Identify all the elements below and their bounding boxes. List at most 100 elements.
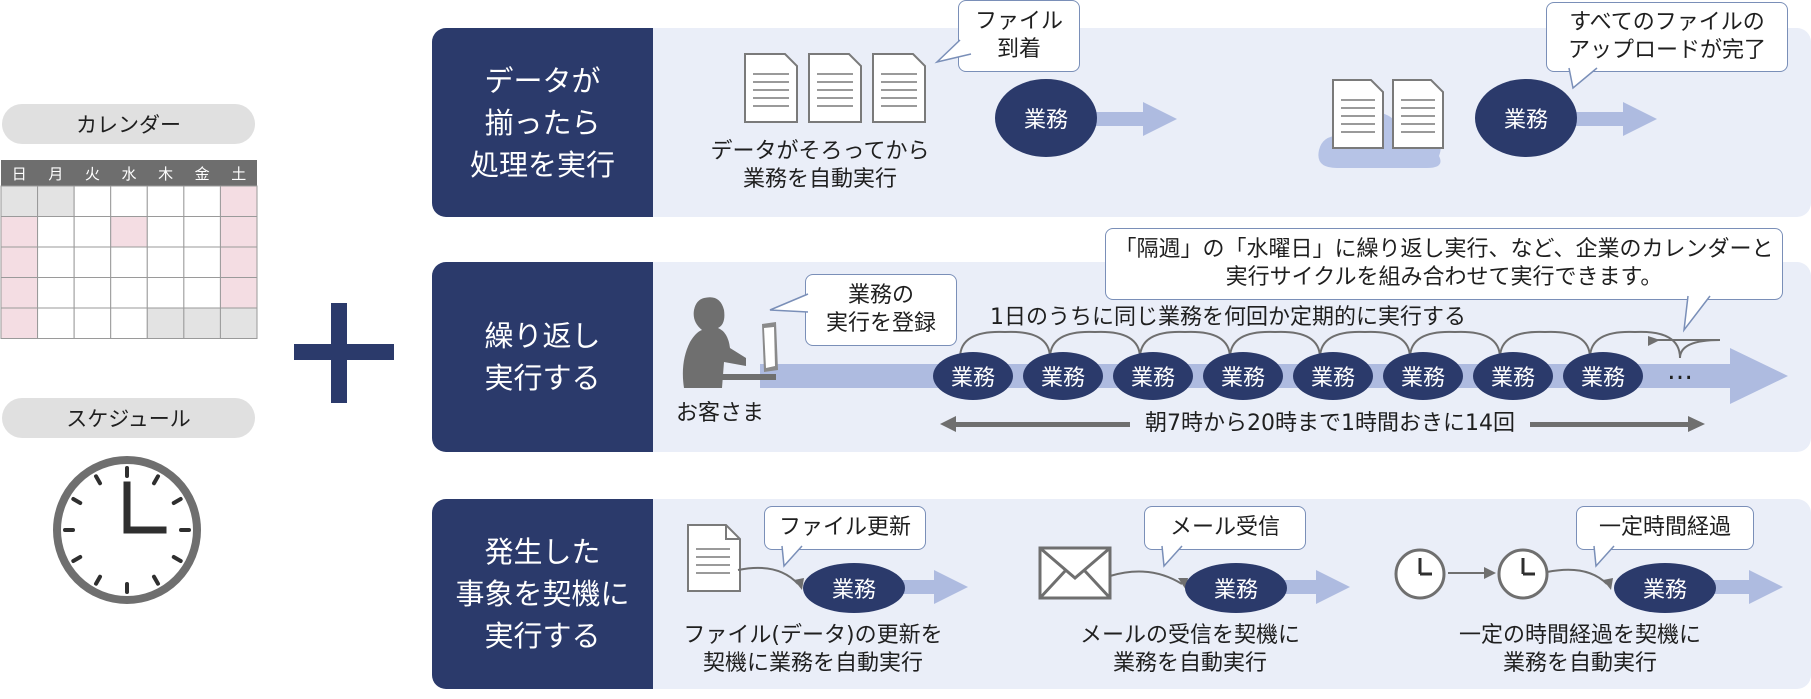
calendar-cell: [73, 246, 112, 278]
periodic-loop-arrows: [959, 330, 1721, 359]
bubble-tail: [781, 545, 803, 568]
bubble-mail-received: メール受信: [1144, 506, 1306, 550]
calendar-cell: [73, 185, 112, 217]
calendar-cell: [0, 277, 39, 309]
task-node: 業務: [1614, 563, 1716, 613]
document-icon: [872, 53, 926, 123]
trigger-arrow: [1546, 568, 1613, 590]
document-icon: [744, 53, 798, 123]
calendar-cell: [219, 246, 258, 278]
bubble-tail: [1568, 67, 1598, 90]
task-node: 業務: [803, 563, 905, 613]
schedule-text: 朝7時から20時まで1時間おきに14回: [1145, 411, 1515, 436]
calendar-cell: [219, 185, 258, 217]
mail-icon: [1038, 546, 1112, 600]
calendar-cell: [0, 185, 39, 217]
clock-icon: [1497, 548, 1549, 600]
document-icon: [1392, 79, 1444, 149]
calendar-cell: [183, 246, 221, 278]
cloud-icon: [1318, 79, 1444, 168]
calendar-cell: [146, 277, 185, 309]
calendar-cell: [37, 277, 75, 309]
bubble-register: 業務の 実行を登録: [805, 274, 957, 346]
task-arrow: [1565, 102, 1657, 136]
elapsed-arrow: [1448, 567, 1496, 579]
calendar-cell: [0, 246, 39, 278]
trigger-caption: 一定の時間経過を契機に 業務を自動実行: [1458, 623, 1701, 676]
clock-icon: [1394, 548, 1446, 600]
row-3-label: 発生した 事象を契機に 実行する: [432, 499, 653, 689]
calendar-cell: [183, 216, 221, 248]
calendar-cell: [183, 277, 221, 309]
calendar-cell: [219, 277, 258, 309]
periodic-task-node: 業務: [1293, 352, 1373, 400]
calendar-weekday: 水: [121, 165, 136, 183]
bubble-time-elapsed: 一定時間経過: [1576, 506, 1754, 550]
calendar-cell: [110, 277, 148, 309]
bubble-tail: [934, 39, 972, 64]
row-1-caption: データがそろってから 業務を自動実行: [710, 139, 930, 192]
periodic-task-node: 業務: [1113, 352, 1193, 400]
task-node: 業務: [995, 79, 1097, 157]
periodic-text: 1日のうちに同じ業務を何回か定期的に実行する: [990, 305, 1466, 330]
periodic-task-node: 業務: [1203, 352, 1283, 400]
trigger-caption: ファイル(データ)の更新を 契機に業務を自動実行: [683, 623, 943, 676]
range-arrow-right: [1530, 416, 1705, 432]
calendar-cell: [73, 307, 112, 339]
bubble-note: 「隔週」の「水曜日」に繰り返し実行、など、企業のカレンダーと 実行サイクルを組み…: [1105, 228, 1783, 300]
trigger-caption: メールの受信を契機に 業務を自動実行: [1079, 623, 1300, 676]
schedule-label: スケジュール: [2, 398, 255, 438]
bubble-file-arrival: ファイル 到着: [958, 0, 1080, 72]
calendar-cell: [37, 246, 75, 278]
row-1-label: データが 揃ったら 処理を実行: [432, 28, 653, 217]
calendar-cell: [219, 216, 258, 248]
periodic-task-node: 業務: [1023, 352, 1103, 400]
document-icons: [744, 53, 926, 123]
bubble-tail: [1682, 295, 1711, 333]
periodic-task-node: 業務: [1473, 352, 1553, 400]
calendar-cell: [110, 216, 148, 248]
task-node: 業務: [1475, 79, 1577, 157]
calendar-label: カレンダー: [2, 104, 255, 144]
bubble-all-upload: すべてのファイルの アップロードが完了: [1546, 2, 1788, 72]
document-icon: [1332, 79, 1384, 149]
calendar-cell: [183, 307, 221, 339]
customer-label: お客さま: [676, 401, 765, 426]
calendar-weekday: 日: [12, 165, 27, 183]
calendar-icon: 日月火水木金土: [0, 160, 258, 339]
document-icon: [808, 53, 862, 123]
range-arrow-left: [940, 416, 1130, 432]
calendar-cell: [37, 185, 75, 217]
calendar-cell: [110, 185, 148, 217]
row-2-label: 繰り返し 実行する: [432, 262, 653, 452]
calendar-cell: [110, 246, 148, 278]
calendar-cell: [0, 216, 39, 248]
calendar-weekday: 土: [231, 165, 246, 183]
customer-at-computer-icon: [682, 297, 778, 388]
calendar-cell: [146, 216, 185, 248]
calendar-cell: [0, 307, 39, 339]
calendar-cell: [146, 246, 185, 278]
clock-icon: [53, 456, 201, 604]
bubble-file-update: ファイル更新: [764, 506, 926, 550]
task-node: 業務: [1185, 563, 1287, 613]
document-icon: [687, 524, 741, 592]
bubble-tail: [1593, 545, 1615, 568]
bubble-tail: [1161, 545, 1183, 568]
calendar-cell: [37, 216, 75, 248]
calendar-cell: [73, 216, 112, 248]
trigger-arrow: [737, 566, 804, 590]
calendar-cell: [219, 307, 258, 339]
task-arrow: [1085, 102, 1177, 136]
calendar-cell: [37, 307, 75, 339]
plus-icon-horizontal: [294, 344, 394, 360]
bubble-tail: [769, 293, 809, 313]
calendar-weekday: 木: [158, 165, 173, 183]
calendar-cell: [146, 185, 185, 217]
calendar-cell: [146, 307, 185, 339]
calendar-cell: [183, 185, 221, 217]
periodic-task-node: 業務: [1383, 352, 1463, 400]
periodic-task-node: 業務: [1563, 352, 1643, 400]
calendar-cell: [110, 307, 148, 339]
calendar-weekday: 月: [48, 165, 63, 183]
